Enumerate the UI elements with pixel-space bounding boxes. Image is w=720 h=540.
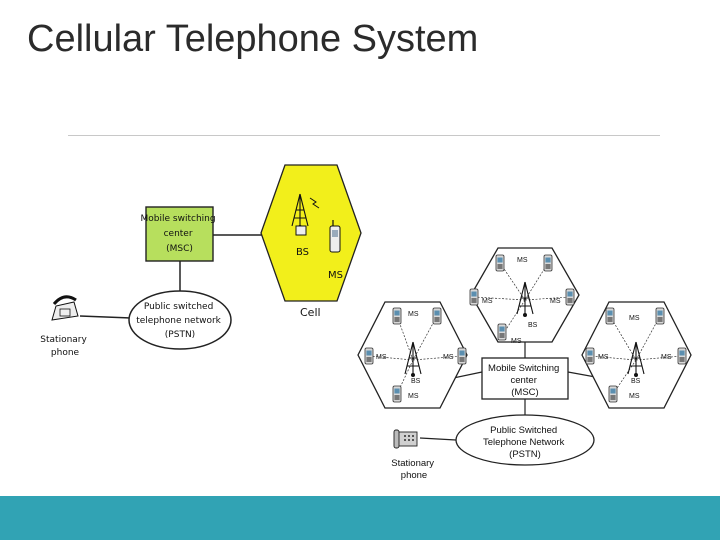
base-station-tower-icon [291,193,320,236]
mobile-handset-icon [329,220,341,253]
left-phone-line1: Stationary [40,335,87,345]
bs-label-top: BS [528,322,538,329]
right-diagram: MS MS MS MS BS MS MS MS MS BS MS MS MS M… [357,247,692,481]
left-phone-line2: phone [51,348,80,358]
slide-title: Cellular Telephone System [27,18,479,60]
right-pstn-line1: Public Switched [490,425,557,436]
right-phone-line2: phone [401,470,427,481]
ms-label-left-4: MS [408,393,419,400]
footer-bar [0,496,720,540]
right-stationary-phone-icon [393,429,418,449]
svg-text:Public Switched Telephon: Public Switched Telephone Network (PSTN) [483,425,567,460]
svg-text:Mobile Switching center: Mobile Switching center (MSC) [488,363,562,398]
left-msc-box [145,206,214,262]
svg-text:Stationary phone: Stationary phone [391,458,436,481]
left-bs-label: BS [296,247,309,258]
cell-label: Cell [300,306,321,319]
left-msc-line2: center [164,229,193,239]
ms-label-right-3: MS [661,354,672,361]
ms-label-top-3: MS [550,298,561,305]
svg-text:Mobile switching center: Mobile switching center (MSC) [141,214,219,254]
left-msc-line1: Mobile switching [141,214,216,224]
phone-to-pstn-link [79,315,131,319]
ms-label-left-2: MS [376,354,387,361]
svg-text:Public switched telephon: Public switched telephone network (PSTN) [136,302,224,340]
title-divider [68,135,660,136]
left-diagram: BS MS Cell Mobile switching center (MSC)… [40,164,362,358]
right-msc-line1: Mobile Switching [488,363,559,374]
right-pstn-line3: (PSTN) [509,449,541,460]
svg-text:Stationary phone: Stationary phone [40,335,89,358]
right-msc-line2: center [510,375,536,386]
right-phone-to-pstn-link [419,437,457,441]
left-pstn-line3: (PSTN) [165,330,195,340]
ms-label-right-4: MS [629,393,640,400]
left-msc-line3: (MSC) [166,244,193,254]
right-phone-line1: Stationary [391,458,434,469]
ms-label-left-3: MS [443,354,454,361]
right-msc-box [481,357,569,400]
ms-label-top-4: MS [511,338,522,345]
ms-label-left-1: MS [408,311,419,318]
ms-label-right-2: MS [598,354,609,361]
bs-label-right: BS [631,378,641,385]
left-pstn-line1: Public switched [144,302,213,312]
left-pstn-line2: telephone network [136,316,221,326]
left-ms-label: MS [328,270,343,281]
left-pstn-cloud [128,290,232,350]
right-pstn-line2: Telephone Network [483,437,565,448]
bs-label-left: BS [411,378,421,385]
right-pstn-cloud [455,414,595,466]
left-stationary-phone-icon [51,295,79,321]
ms-label-top-2: MS [482,298,493,305]
cell-hexagon [260,164,362,302]
ms-label-right-1: MS [629,315,640,322]
ms-label-top-1: MS [517,257,528,264]
right-msc-line3: (MSC) [511,387,538,398]
